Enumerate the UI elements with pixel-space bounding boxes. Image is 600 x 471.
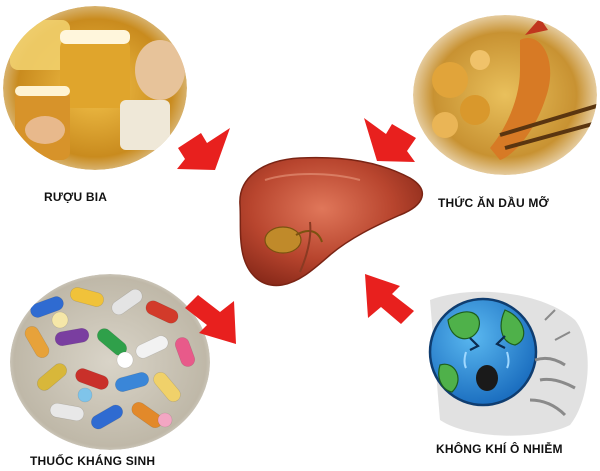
label-alcohol: RƯỢU BIA bbox=[44, 190, 108, 204]
arrows bbox=[177, 118, 416, 344]
crying-earth-cartoon bbox=[428, 291, 588, 436]
arrow-from-alcohol bbox=[177, 128, 230, 170]
arrow-from-fatty-food bbox=[364, 118, 416, 162]
fried-shrimp-photo bbox=[413, 15, 597, 175]
beer-glasses-photo bbox=[3, 6, 187, 170]
pills-photo bbox=[10, 274, 210, 450]
label-antibiotics: THUỐC KHÁNG SINH bbox=[30, 454, 156, 468]
arrow-from-antibiotics bbox=[185, 295, 236, 344]
arrow-from-air-pollution bbox=[365, 274, 414, 324]
label-air-pollution: KHÔNG KHÍ Ô NHIỄM bbox=[436, 442, 563, 456]
label-fatty-food: THỨC ĂN DẦU MỠ bbox=[438, 196, 549, 210]
liver-illustration bbox=[239, 156, 424, 287]
